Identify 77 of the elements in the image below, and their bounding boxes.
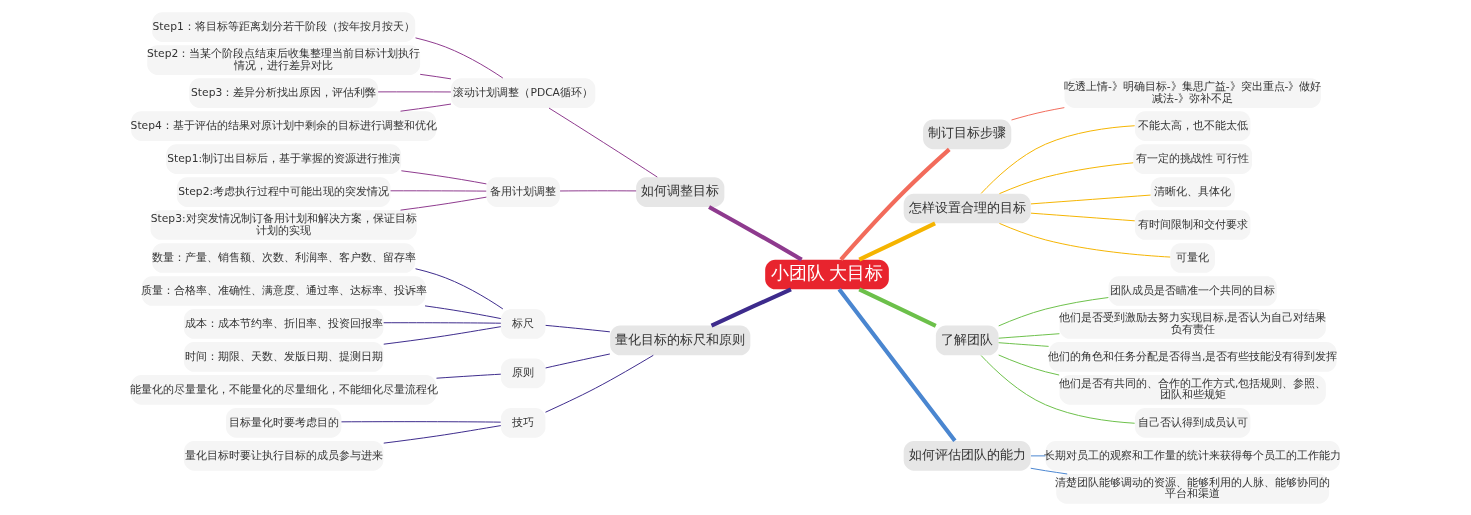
node-box: 量化目标时要让执行目标的成员参与进来 — [183, 440, 384, 471]
node-box: 有一定的挑战性 可行性 — [1133, 143, 1253, 174]
connector — [1030, 467, 1068, 474]
node-box: 他们是否受到激励去努力实现目标,是否认为自己对结果负有责任 — [1059, 308, 1326, 339]
connector — [708, 204, 803, 261]
connector — [377, 90, 452, 92]
connector — [383, 321, 502, 324]
connector — [998, 161, 1134, 194]
connector — [383, 325, 502, 345]
connector — [545, 354, 654, 413]
connector — [998, 354, 1060, 376]
connector — [415, 267, 504, 309]
connector — [1030, 454, 1046, 456]
node-box: 自己否认得到成员认可 — [1134, 407, 1251, 438]
node-box: 他们是否有共同的、合作的工作方式,包括规则、参照、团队和些规矩 — [1059, 374, 1326, 405]
connector — [1030, 194, 1152, 204]
connector — [858, 287, 937, 328]
node-box: 不能太高，也不能太低 — [1134, 110, 1251, 141]
node-box: 原则 — [500, 358, 546, 388]
connector — [415, 36, 504, 79]
node-box: 长期对员工的观察和工作量的统计来获得每个员工的工作能力 — [1045, 440, 1340, 471]
node-box: Step1：将目标等距离划分若干阶段（按年按月按天） — [152, 11, 416, 42]
connector — [837, 287, 957, 442]
node-box: 时间：期限、天数、发版日期、提测日期 — [183, 341, 384, 372]
connector — [980, 124, 1136, 194]
connector — [559, 189, 637, 191]
connector — [340, 420, 502, 423]
node-box: Step2:考虑执行过程中可能出现的突发情况 — [176, 176, 391, 207]
connector — [1030, 212, 1136, 221]
node-box: 备用计划调整 — [486, 176, 560, 207]
connector — [548, 107, 658, 178]
connector — [1011, 106, 1065, 120]
node-box: 清晰化、具体化 — [1150, 176, 1235, 207]
node-box: 数量：产量、销售额、次数、利润率、客户数、留存率 — [152, 242, 416, 273]
connector — [436, 373, 502, 379]
connector — [424, 304, 502, 319]
connector — [998, 332, 1060, 339]
node-box: 制订目标步骤 — [923, 119, 1012, 149]
node-box: 目标量化时要考虑目的 — [225, 407, 342, 438]
node-box: Step3：差异分析找出原因，评估利弊 — [189, 77, 379, 108]
node-box: 质量：合格率、准确性、满意度、通过率、达标率、投诉率 — [141, 275, 426, 306]
node-box: 吃透上情-》明确目标-》集思广益-》突出重点-》做好减法-》弥补不足 — [1064, 77, 1321, 108]
node-box: Step2：当某个阶段点结束后收集整理当前目标计划执行情况，进行差异对比 — [147, 44, 421, 75]
node-box: 滚动计划调整（PDCA循环） — [451, 77, 596, 108]
node-box: 清楚团队能够调动的资源、能够利用的人脉、能够协同的平台和渠道 — [1056, 473, 1330, 504]
connector — [383, 424, 502, 444]
connector — [980, 354, 1136, 424]
connector — [419, 73, 452, 79]
connector — [400, 169, 487, 184]
node-box: 量化目标的标尺和原则 — [610, 325, 751, 355]
connector — [858, 221, 936, 261]
connector — [998, 222, 1171, 258]
connector — [400, 196, 487, 211]
connector — [545, 353, 611, 368]
node-box: Step3:对突发情况制订备用计划和解决方案，保证目标计划的实现 — [150, 209, 417, 240]
node-box: 能量化的尽量量化，不能量化的尽量细化，不能细化尽量流程化 — [131, 374, 437, 405]
node-box: 如何评估团队的能力 — [903, 440, 1031, 471]
node-box: 如何调整目标 — [636, 176, 725, 207]
node-box: 技巧 — [500, 407, 546, 438]
connector — [998, 341, 1050, 347]
connector — [839, 147, 951, 261]
node-box: 小团队 大目标 — [765, 259, 889, 289]
connector — [998, 296, 1109, 326]
node-box: 了解团队 — [935, 325, 999, 355]
node-box: Step1:制订出目标后，基于掌握的资源进行推演 — [166, 143, 402, 174]
connector — [390, 189, 487, 192]
node-box: 团队成员是否瞄准一个共同的目标 — [1108, 275, 1277, 306]
connector — [400, 103, 452, 112]
connector — [710, 287, 792, 327]
node-box: 怎样设置合理的目标 — [903, 193, 1031, 223]
connector — [545, 324, 611, 332]
node-box: 有时间限制和交付要求 — [1134, 209, 1251, 240]
node-box: Step4：基于评估的结果对原计划中剩余的目标进行调整和优化 — [131, 110, 437, 141]
node-box: 标尺 — [500, 308, 546, 339]
node-box: 他们的角色和任务分配是否得当,是否有些技能没有得到发挥 — [1048, 341, 1337, 372]
node-box: 可量化 — [1170, 242, 1215, 273]
node-box: 成本：成本节约率、折旧率、投资回报率 — [183, 308, 384, 339]
